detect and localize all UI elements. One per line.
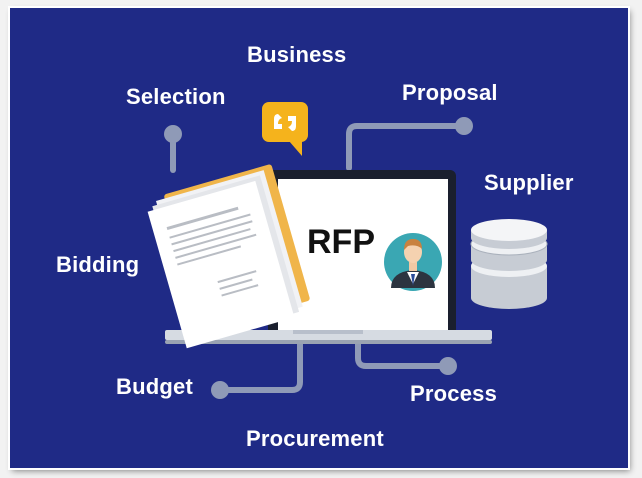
label-supplier: Supplier	[484, 170, 574, 195]
label-bidding: Bidding	[56, 252, 140, 277]
database-icon	[470, 219, 548, 309]
document-stack-icon	[147, 164, 310, 349]
person-avatar-icon	[380, 229, 446, 295]
connector-lines	[170, 123, 465, 393]
label-proposal: Proposal	[402, 80, 498, 105]
label-budget: Budget	[116, 374, 193, 399]
connector-dots	[164, 117, 473, 399]
rfp-illustration: RFP	[147, 102, 548, 399]
label-business: Business	[247, 42, 347, 67]
label-process: Process	[410, 381, 498, 406]
screen-rfp-text: RFP	[307, 223, 375, 261]
label-selection: Selection	[126, 84, 226, 109]
chat-bubble-icon	[262, 102, 308, 156]
diagram-canvas: RFP	[10, 8, 628, 468]
label-procurement: Procurement	[246, 426, 384, 451]
